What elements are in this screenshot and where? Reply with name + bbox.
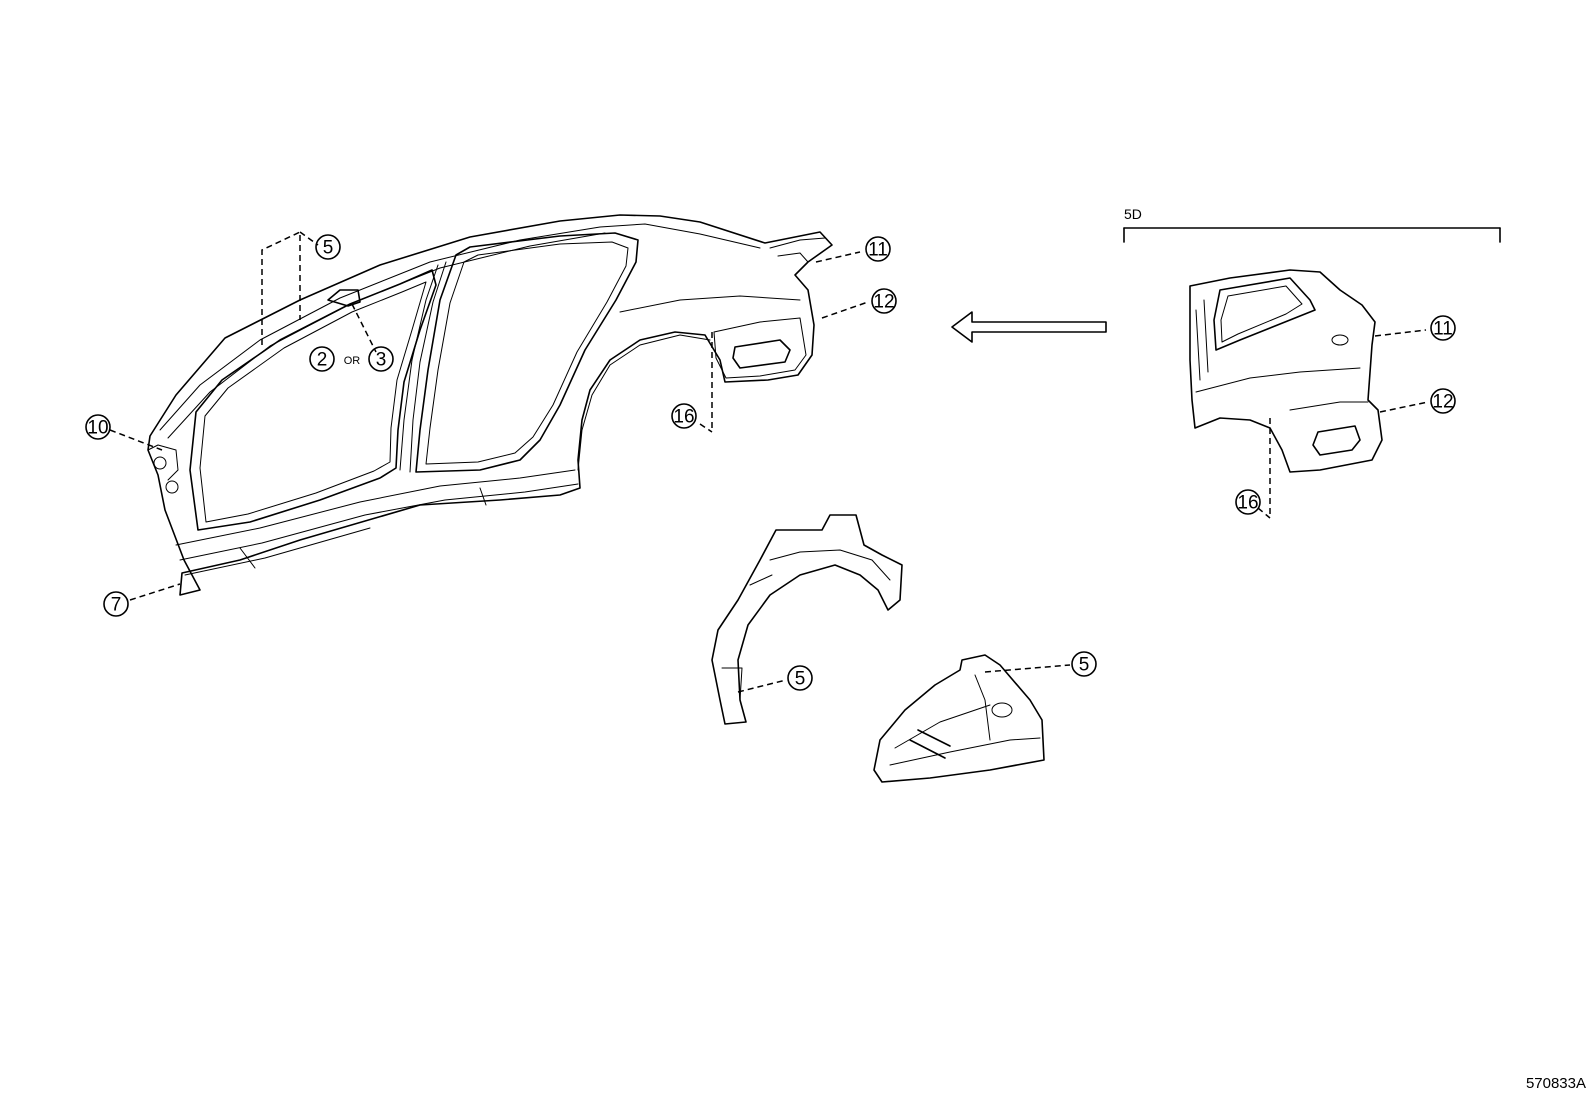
svg-text:11: 11 [868, 240, 888, 261]
callout-11-main: 11 [865, 236, 891, 262]
svg-text:3: 3 [376, 350, 387, 371]
svg-text:7: 7 [111, 595, 122, 616]
variant-label: 5D [1124, 206, 1142, 222]
callout-11-5d: 11 [1430, 315, 1456, 341]
callout-16-main: 16 [671, 403, 697, 429]
reference-code: 570833A [1526, 1075, 1586, 1092]
5d-variant-bracket: 5D [1123, 206, 1501, 243]
body-side-outer-panel [147, 214, 833, 596]
svg-text:11: 11 [1433, 319, 1453, 340]
svg-text:5: 5 [323, 238, 334, 259]
5d-quarter-panel [1189, 269, 1383, 473]
callout-2: 2 [309, 346, 335, 372]
svg-text:5: 5 [795, 669, 806, 690]
callout-5-roof: 5 [315, 234, 341, 260]
svg-text:5: 5 [1079, 655, 1090, 676]
callout-12-5d: 12 [1430, 388, 1456, 414]
callout-16-5d: 16 [1235, 489, 1261, 515]
callout-7: 7 [103, 591, 129, 617]
svg-text:12: 12 [873, 292, 894, 313]
callout-5-wheelhouse: 5 [1071, 651, 1097, 677]
svg-text:16: 16 [1237, 493, 1258, 514]
svg-text:12: 12 [1432, 392, 1453, 413]
callout-5-inner-arch: 5 [787, 665, 813, 691]
rear-wheelhouse-inner-arch [711, 514, 903, 725]
svg-text:2: 2 [317, 350, 328, 371]
left-arrow-icon [951, 311, 1107, 343]
or-label: OR [344, 355, 361, 367]
callout-3: 3 [368, 346, 394, 372]
svg-text:16: 16 [673, 407, 694, 428]
callout-10: 10 [85, 414, 111, 440]
svg-text:10: 10 [87, 418, 108, 439]
callout-12-main: 12 [871, 288, 897, 314]
rear-wheelhouse-outer [873, 654, 1045, 783]
leader-lines [109, 230, 1429, 693]
